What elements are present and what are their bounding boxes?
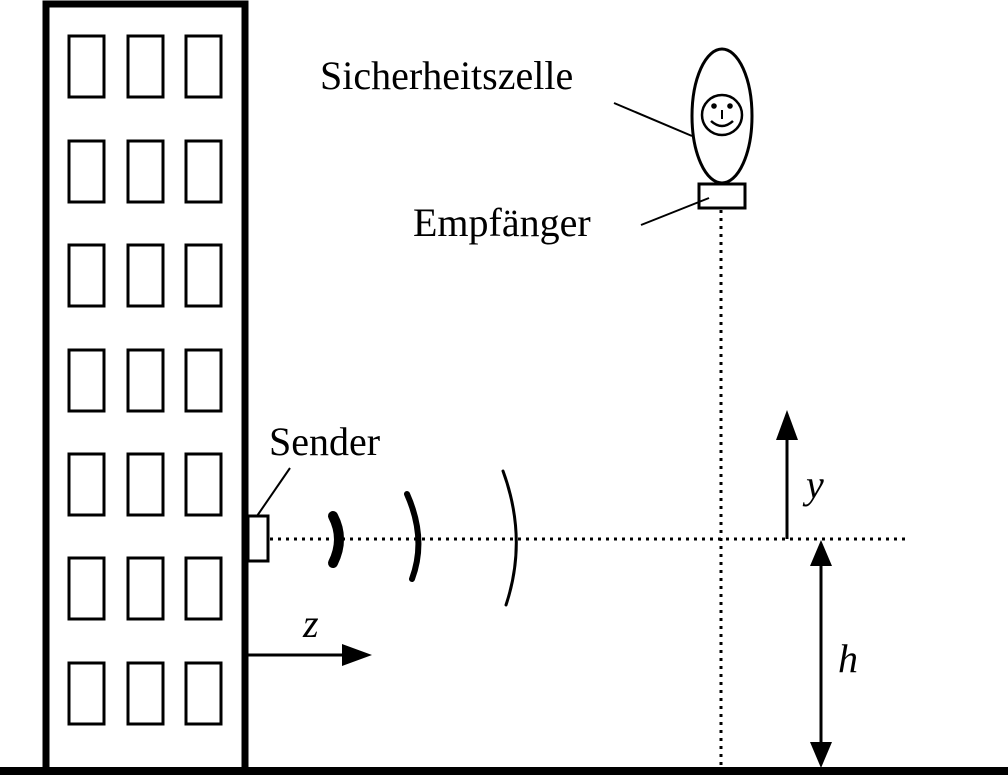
building-window xyxy=(126,139,165,204)
building-window xyxy=(184,243,223,308)
building-window xyxy=(67,34,106,99)
wavefront-3 xyxy=(501,469,518,607)
building-window xyxy=(184,34,223,99)
building-window xyxy=(126,348,165,413)
z-axis-arrowhead xyxy=(342,644,372,666)
building-window xyxy=(184,348,223,413)
smiley-face-icon xyxy=(700,93,744,137)
building-window xyxy=(126,34,165,99)
transmitter-label: Sender xyxy=(269,419,380,464)
building-window xyxy=(184,139,223,204)
height-arrowhead-bottom xyxy=(810,742,832,768)
safety-cell-label: Sicherheitszelle xyxy=(320,53,573,98)
receiver-box xyxy=(697,182,747,210)
building-window xyxy=(67,556,106,621)
building-window xyxy=(67,661,106,726)
safety-cell xyxy=(690,47,754,185)
safety-cell-capsule xyxy=(690,47,754,185)
y-axis-label: y xyxy=(802,462,824,507)
transmitter-box xyxy=(246,514,270,563)
building-window xyxy=(126,661,165,726)
height-arrowhead-top xyxy=(810,540,832,566)
building-window xyxy=(67,452,106,517)
building-window xyxy=(67,243,106,308)
wavefront-2 xyxy=(404,491,422,582)
z-axis-label: z xyxy=(302,601,319,646)
safety-cell-pointer xyxy=(613,102,693,137)
building-windows xyxy=(67,34,223,726)
height-label: h xyxy=(838,636,858,681)
y-axis-arrowhead xyxy=(776,410,798,440)
receiver-label: Empfänger xyxy=(413,200,591,245)
building-window xyxy=(184,556,223,621)
receiver-pointer xyxy=(640,197,710,226)
building-window xyxy=(67,139,106,204)
building-window xyxy=(184,661,223,726)
building-window xyxy=(126,243,165,308)
building-window xyxy=(126,452,165,517)
building-window xyxy=(126,556,165,621)
wavefront-1 xyxy=(328,511,344,568)
building xyxy=(42,0,249,775)
transmitter-pointer xyxy=(256,467,291,517)
building-outline xyxy=(42,0,249,775)
building-window xyxy=(67,348,106,413)
building-window xyxy=(184,452,223,517)
